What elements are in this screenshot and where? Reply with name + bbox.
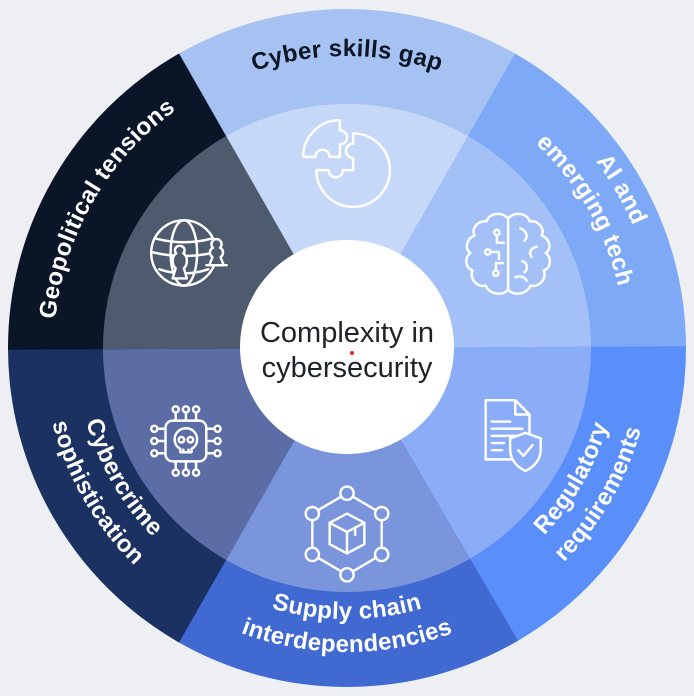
center-title-line2: cybersecurity [262,352,433,384]
segment-cyber-skills-gap-inner-ring [223,104,471,348]
center-title-line1: Complexity in [260,317,434,349]
center-hub: Complexity in cybersecurity [240,240,454,454]
center-circle [240,240,454,454]
segment-supply-chain-interdependencies-inner-ring [223,348,471,592]
cursor-marker-dot [350,351,354,355]
